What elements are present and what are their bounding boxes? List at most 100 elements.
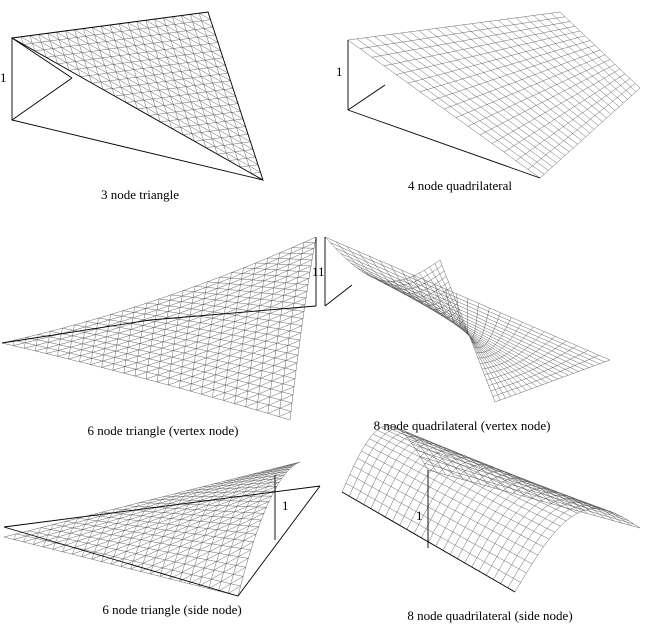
tri6v-mesh-line <box>79 278 310 363</box>
quad4-surface-mesh <box>347 11 641 179</box>
tri3-mesh-line <box>240 164 259 168</box>
panel-6-node-triangle-side: 1 6 node triangle (side node) <box>3 461 321 617</box>
quad4-height-label: 1 <box>336 64 343 79</box>
panel-3-node-triangle: 1 3 node triangle <box>0 11 264 202</box>
tri6s-mesh-line <box>81 481 280 557</box>
quad8v-mesh-line <box>418 272 517 395</box>
tri3-mesh-line <box>20 36 24 45</box>
tri6s-mesh-line <box>42 468 290 548</box>
tri6s-mesh-line <box>130 496 165 570</box>
quad8s-mesh-line <box>442 474 552 551</box>
quad4-mesh-line <box>443 49 601 110</box>
quad8v-mesh-line <box>434 263 501 401</box>
tri6v-mesh-line <box>234 262 256 404</box>
tri3-mesh-line <box>38 34 256 158</box>
quad8s-mesh-line <box>377 443 473 513</box>
quad8s-mesh-line <box>341 425 429 493</box>
tri6v-mesh-line <box>26 337 293 404</box>
tri6v-mesh-line <box>183 290 306 305</box>
tri6v-mesh-line <box>190 347 300 392</box>
quad8v-mesh-line <box>412 274 458 314</box>
tri3-mesh-line <box>91 27 115 97</box>
quad8v-mesh-line <box>330 242 605 363</box>
tri3-mesh-line <box>20 36 261 173</box>
quad8v-mesh-line <box>429 266 506 399</box>
tri3-mesh-line <box>126 88 234 103</box>
tri3-mesh-line <box>251 172 261 174</box>
tri6v-mesh-line <box>157 325 303 383</box>
tri6v-mesh-line <box>207 281 308 292</box>
tri3-mesh-line <box>148 103 239 116</box>
tri6v-mesh-line <box>14 340 292 412</box>
tri6v-mesh-line <box>24 247 315 349</box>
tri6v-mesh-line <box>201 354 299 395</box>
tri6s-mesh-line <box>72 478 282 555</box>
tri3-mesh-line <box>163 17 207 148</box>
tri6s-height-label: 1 <box>282 498 289 513</box>
tri6s-mesh-line <box>208 471 264 589</box>
tri6v-mesh-line <box>223 370 297 401</box>
quad4-base-edge <box>347 109 541 179</box>
tri3-mesh-line <box>114 80 231 97</box>
tri6v-mesh-line <box>46 259 313 354</box>
tri6s-mesh-line <box>228 585 241 594</box>
tri6s-mesh-line <box>16 533 241 587</box>
tri6v-mesh-line <box>112 297 307 371</box>
tri6v-mesh-line <box>123 304 306 374</box>
quad8s-mesh-line <box>486 495 605 576</box>
quad8v-mesh-line <box>340 253 595 366</box>
tri6v-mesh-line <box>255 262 312 267</box>
tri6v-height-label: 1 <box>312 264 319 279</box>
tri6v-mesh-line <box>134 311 305 377</box>
quad8v-caption: 8 node quadrilateral (vertex node) <box>374 418 551 433</box>
quad8s-mesh-line <box>478 491 596 572</box>
tri6v-mesh-line <box>57 328 63 357</box>
tri6s-mesh-line <box>140 513 264 572</box>
tri6v-mesh-outline <box>1 236 317 421</box>
tri6s-mesh-line <box>213 478 282 485</box>
tri6v-mesh-line <box>223 267 244 401</box>
tri6v-mesh-line <box>158 298 304 319</box>
quad8s-surface-mesh <box>341 425 641 593</box>
quad4-mesh-line <box>491 68 621 144</box>
tri6s-mesh-line <box>40 527 246 568</box>
tri3-mesh-line <box>74 29 93 84</box>
tri6v-mesh-line <box>267 402 293 414</box>
tri6s-mesh-line <box>228 464 288 594</box>
quad4-base-diagonal <box>347 84 386 111</box>
tri6s-mesh-line <box>120 501 270 567</box>
tri3-mesh-line <box>109 24 236 97</box>
quad4-mesh-line <box>371 21 571 58</box>
panel-8-node-quadrilateral-vertex: 1 8 node quadrilateral (vertex node) <box>318 236 611 433</box>
tri6v-mesh-line <box>190 281 208 392</box>
tri3-mesh-line <box>217 149 254 155</box>
quad4-mesh-line <box>347 11 561 41</box>
tri3-surface-outline <box>10 11 264 181</box>
tri3-mesh-line <box>145 20 226 66</box>
tri6v-mesh-line <box>101 291 308 368</box>
tri6s-mesh-line <box>33 466 293 545</box>
tri6s-mesh-line <box>65 521 251 551</box>
tri6v-mesh-line <box>86 321 298 364</box>
tri6v-mesh-line <box>256 394 294 411</box>
tri6s-mesh-line <box>13 462 298 540</box>
tri6s-mesh-line <box>150 519 262 575</box>
tri6s-mesh-line <box>150 489 190 574</box>
tri6v-mesh-line <box>90 284 309 365</box>
quad8v-mesh-line <box>356 267 579 372</box>
quad4-mesh-line <box>479 64 616 136</box>
quad8s-mesh-line <box>435 470 543 547</box>
tri3-mesh-line <box>127 22 161 122</box>
tri6s-mesh-line <box>189 549 252 584</box>
tri6s-mesh-line <box>159 526 259 577</box>
tri6s-caption: 6 node triangle (side node) <box>102 602 241 617</box>
tri3-mesh-line <box>163 17 221 51</box>
tri3-mesh-line <box>181 15 216 36</box>
tri6s-mesh-outline <box>3 461 301 597</box>
tri3-mesh-line <box>160 111 241 123</box>
tri6v-mesh-line <box>234 378 296 404</box>
tri3-mesh-line <box>57 42 219 65</box>
tri3-mesh-line <box>46 34 216 58</box>
quad4-mesh-line <box>431 45 596 101</box>
